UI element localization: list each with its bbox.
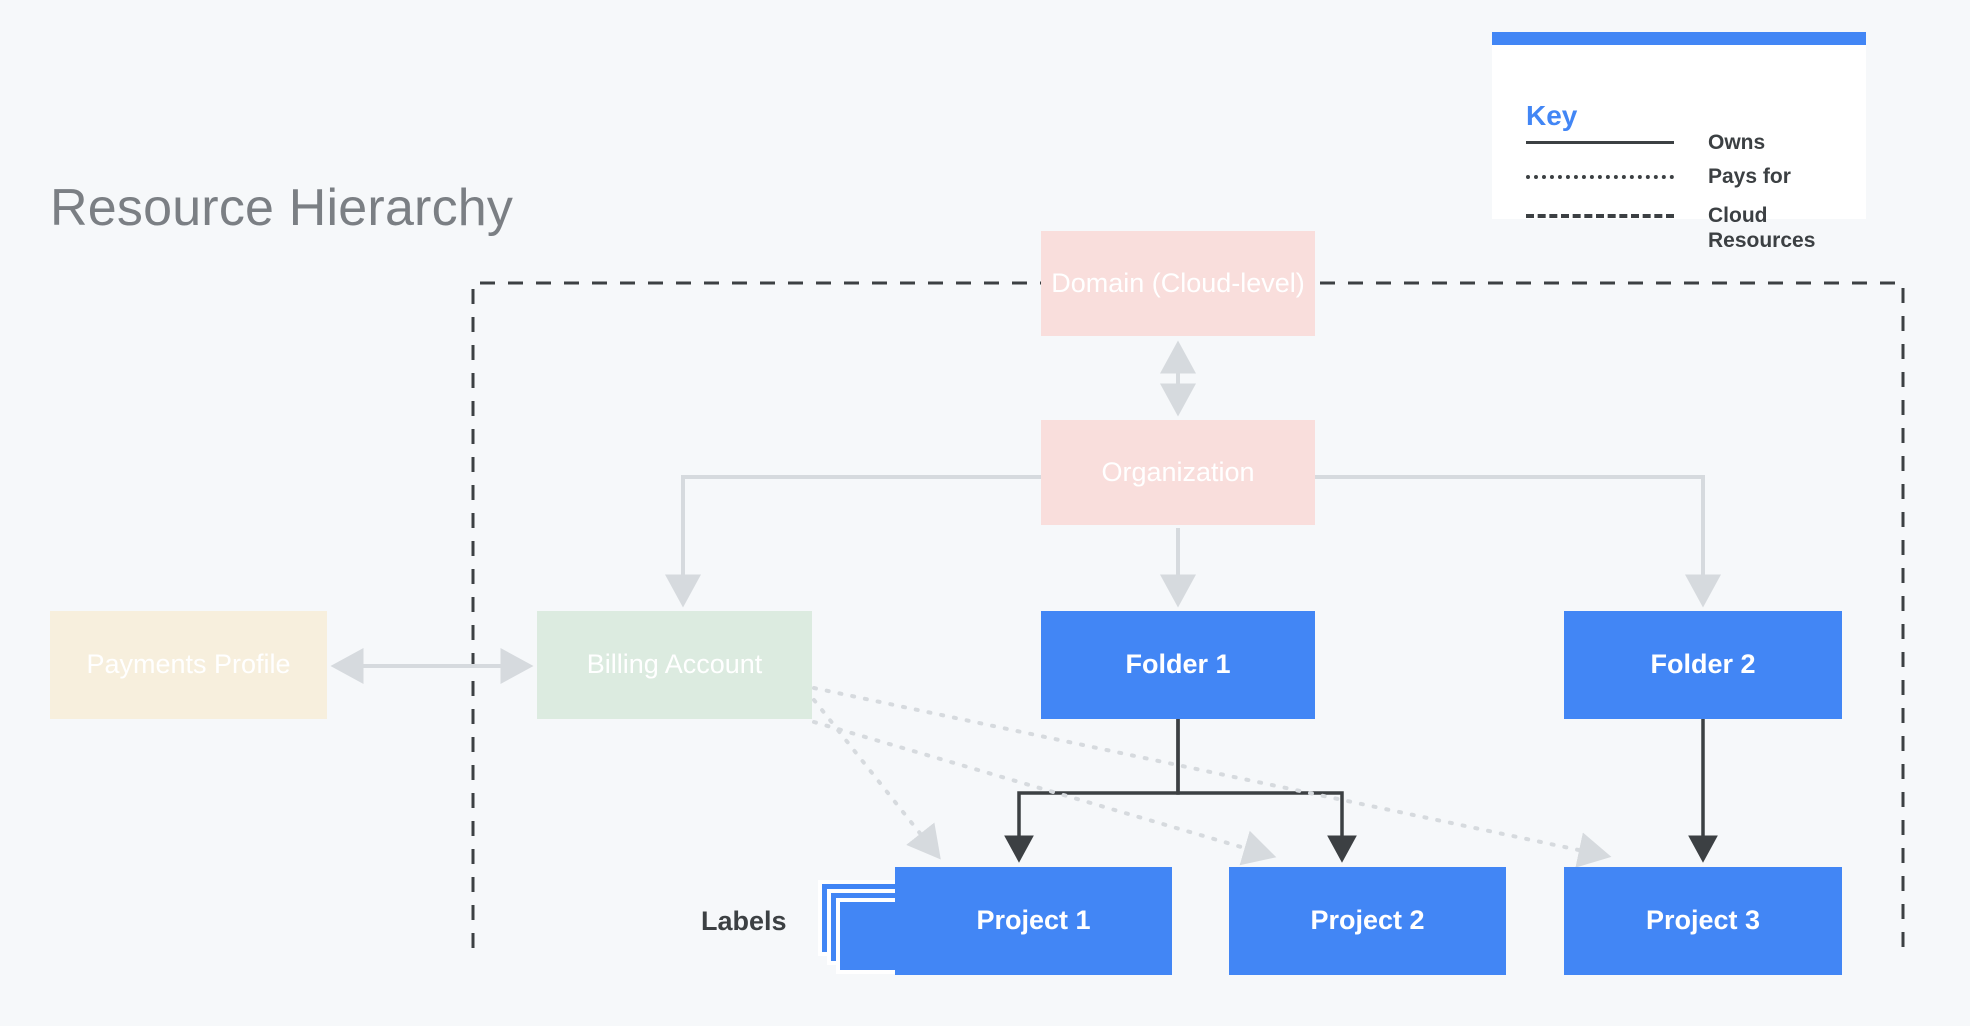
node-folder-2-label: Folder 2 [1650, 649, 1756, 680]
node-billing-account-label: Billing Account [586, 649, 763, 680]
node-project-3-label: Project 3 [1645, 905, 1761, 936]
node-domain[interactable]: Domain (Cloud-level) [1041, 231, 1315, 336]
key-label-pays-for: Pays for [1708, 165, 1791, 188]
edge-organization-billing [665, 475, 1041, 608]
node-folder-1[interactable]: Folder 1 [1041, 611, 1315, 719]
key-label-cloud-resources: Cloud Resources [1708, 204, 1816, 252]
node-billing-account[interactable]: Billing Account [537, 611, 812, 719]
dotted-line-icon [1526, 165, 1674, 187]
edge-billing-pays-project1 [812, 698, 941, 860]
node-folder-1-label: Folder 1 [1125, 649, 1231, 680]
edge-organization-folder2 [1315, 475, 1721, 608]
node-organization[interactable]: Organization [1041, 420, 1315, 525]
edge-folder1-project1 [1004, 719, 1180, 863]
dashed-line-icon [1526, 204, 1674, 226]
solid-line-icon [1526, 131, 1674, 153]
key-row-cloud-resources: Cloud Resources [1526, 204, 1856, 252]
key-row-pays-for: Pays for [1526, 165, 1856, 195]
node-project-1[interactable]: Project 1 [895, 867, 1172, 975]
node-folder-2[interactable]: Folder 2 [1564, 611, 1842, 719]
key-legend-panel: Key Owns Pays for Cloud Resources [1492, 32, 1866, 252]
node-payments-profile[interactable]: Payments Profile [50, 611, 327, 719]
page-title: Resource Hierarchy [50, 179, 514, 237]
node-payments-profile-label: Payments Profile [86, 649, 291, 680]
node-domain-label: Domain (Cloud-level) [1051, 267, 1305, 298]
edge-billing-pays-project2 [812, 720, 1277, 866]
labels-annotation: Labels [701, 906, 787, 936]
node-project-2-label: Project 2 [1310, 905, 1425, 936]
node-project-1-label: Project 1 [976, 905, 1091, 936]
node-organization-label: Organization [1101, 456, 1255, 487]
node-project-3[interactable]: Project 3 [1564, 867, 1842, 975]
key-label-owns: Owns [1708, 131, 1766, 154]
node-project-2[interactable]: Project 2 [1229, 867, 1506, 975]
key-accent-bar [1492, 32, 1866, 45]
key-title: Key [1526, 100, 1578, 131]
edge-folder1-project2 [1176, 719, 1357, 863]
key-row-owns: Owns [1526, 131, 1856, 161]
